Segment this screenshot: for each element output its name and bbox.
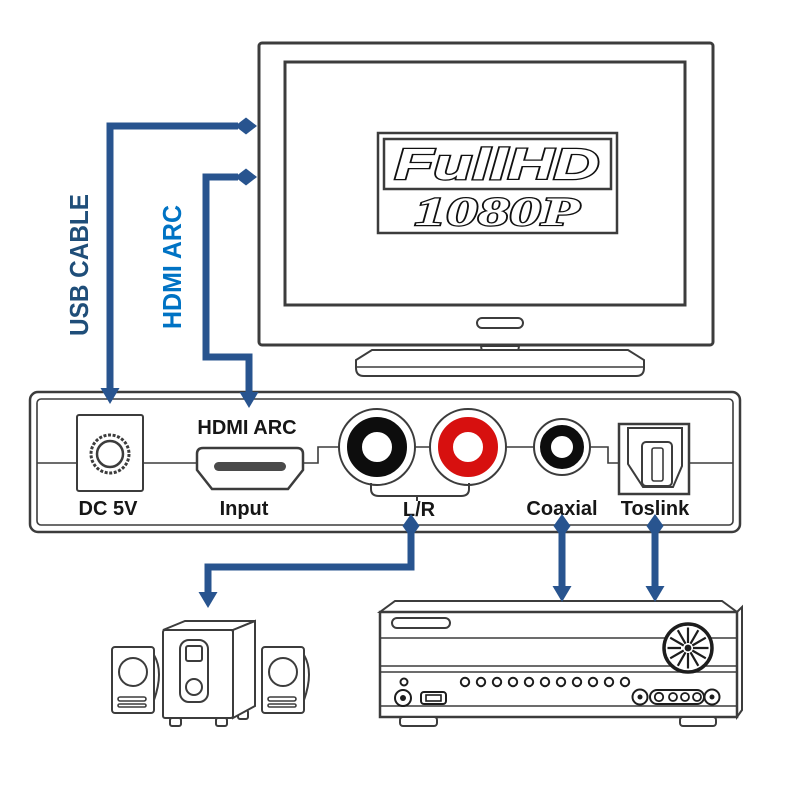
- toslink-arrow-head: [645, 586, 665, 602]
- toslink-slot: [651, 447, 664, 482]
- toslink-connector-outline: [627, 427, 683, 488]
- dc5v-socket-plate: [76, 414, 144, 492]
- left-satellite-body: [111, 646, 155, 714]
- tv-logo-1080p: 1080P: [415, 189, 581, 234]
- receiver-button-row: [459, 676, 631, 688]
- coaxial-to-receiver-arrow: [552, 514, 572, 602]
- logo-outer-frame: [376, 131, 619, 235]
- volume-knob: [662, 622, 714, 674]
- dc5v-barrel-inner: [95, 439, 125, 469]
- lr-bracket: [370, 483, 470, 497]
- lr-to-speakers-arrow: [198, 514, 420, 608]
- av-receiver: [376, 600, 743, 727]
- toslink-to-receiver-arrow: [645, 514, 665, 602]
- power-button: [394, 689, 412, 707]
- logo-inner-frame: [382, 137, 613, 191]
- hdmi-arrow-diamond: [235, 168, 257, 186]
- subwoofer-panel: [179, 639, 209, 703]
- right-satellite-slot1: [267, 696, 297, 702]
- usb-arrow-head: [100, 388, 120, 404]
- hdmi-arc-port-label: HDMI ARC: [197, 417, 296, 439]
- rca-right-jack: [429, 408, 507, 486]
- lr-arrow-head: [198, 592, 218, 608]
- right-satellite-body: [261, 646, 305, 714]
- left-satellite-driver: [118, 657, 148, 687]
- receiver-led: [399, 677, 409, 687]
- volume-knob-center: [684, 644, 692, 652]
- hdmi-port: [195, 446, 305, 491]
- rca-right-ring: [438, 417, 498, 477]
- subwoofer-foot-left: [169, 717, 182, 727]
- volume-knob-spokes: [667, 627, 709, 669]
- rca-left-jack: [338, 408, 416, 486]
- hdmi-slot: [214, 462, 286, 471]
- subwoofer-side: [232, 619, 256, 720]
- input-label: Input: [220, 498, 269, 520]
- toslink-label: Toslink: [621, 498, 690, 520]
- usb-cable-label: USB CABLE: [64, 194, 94, 336]
- receiver-usb-port: [420, 691, 447, 705]
- receiver-right-controls: [631, 688, 721, 706]
- coaxial-jack: [533, 418, 591, 476]
- converter-box: DC 5V HDMI ARC Input L/R Coaxial: [28, 390, 742, 534]
- hdmi-arc-cable-arrow: [202, 168, 259, 408]
- coaxial-arrow-head: [552, 586, 572, 602]
- lr-arrow-diamond: [402, 514, 420, 538]
- coaxial-arrow-diamond: [553, 514, 571, 538]
- tv-screen: [283, 60, 687, 307]
- coaxial-label: Coaxial: [526, 498, 597, 520]
- dc5v-label: DC 5V: [79, 498, 139, 520]
- coaxial-ring: [540, 425, 584, 469]
- left-satellite-slot1: [117, 696, 147, 702]
- usb-arrow-path: [106, 122, 238, 389]
- toslink-port: [617, 422, 691, 496]
- receiver-display-slot: [391, 617, 451, 629]
- tv-stand: [355, 345, 645, 377]
- dc5v-port: [76, 414, 144, 492]
- right-satellite-speaker: [261, 646, 310, 714]
- toslink-inner: [641, 441, 673, 487]
- subwoofer-port: [185, 645, 203, 662]
- subwoofer-front: [162, 629, 234, 719]
- toslink-arrow-diamond: [646, 514, 664, 538]
- tv: FullHD 1080P: [257, 41, 715, 377]
- speaker-system: [111, 619, 310, 727]
- subwoofer-knob: [185, 678, 203, 696]
- lr-arrow-path: [204, 527, 415, 592]
- right-satellite-slot2: [267, 703, 297, 708]
- hdmi-arrow-path: [202, 173, 253, 392]
- rca-left-ring: [347, 417, 407, 477]
- subwoofer-foot-right: [215, 717, 228, 727]
- receiver-foot-right: [679, 716, 717, 727]
- left-satellite-speaker: [111, 646, 160, 714]
- usb-arrow-diamond: [235, 117, 257, 135]
- usb-cable-arrow: [100, 117, 257, 404]
- right-satellite-driver: [268, 657, 298, 687]
- left-satellite-slot2: [117, 703, 147, 708]
- subwoofer: [162, 619, 256, 727]
- left-satellite-side: [153, 654, 160, 701]
- dc5v-barrel-outer: [89, 433, 131, 475]
- hdmi-arrow-head: [239, 392, 259, 408]
- receiver-top: [376, 600, 741, 613]
- receiver-foot-left: [399, 716, 438, 727]
- tv-stand-base: [355, 349, 645, 377]
- tv-ir-sensor: [476, 317, 524, 329]
- lr-label: L/R: [403, 499, 436, 521]
- converter-inner: [36, 398, 734, 526]
- hdmi-arc-cable-label: HDMI ARC: [157, 205, 187, 329]
- tv-logo-fullhd: FullHD: [395, 140, 600, 189]
- right-satellite-side: [303, 654, 310, 701]
- fullhd-logo-box: FullHD 1080P: [376, 131, 619, 235]
